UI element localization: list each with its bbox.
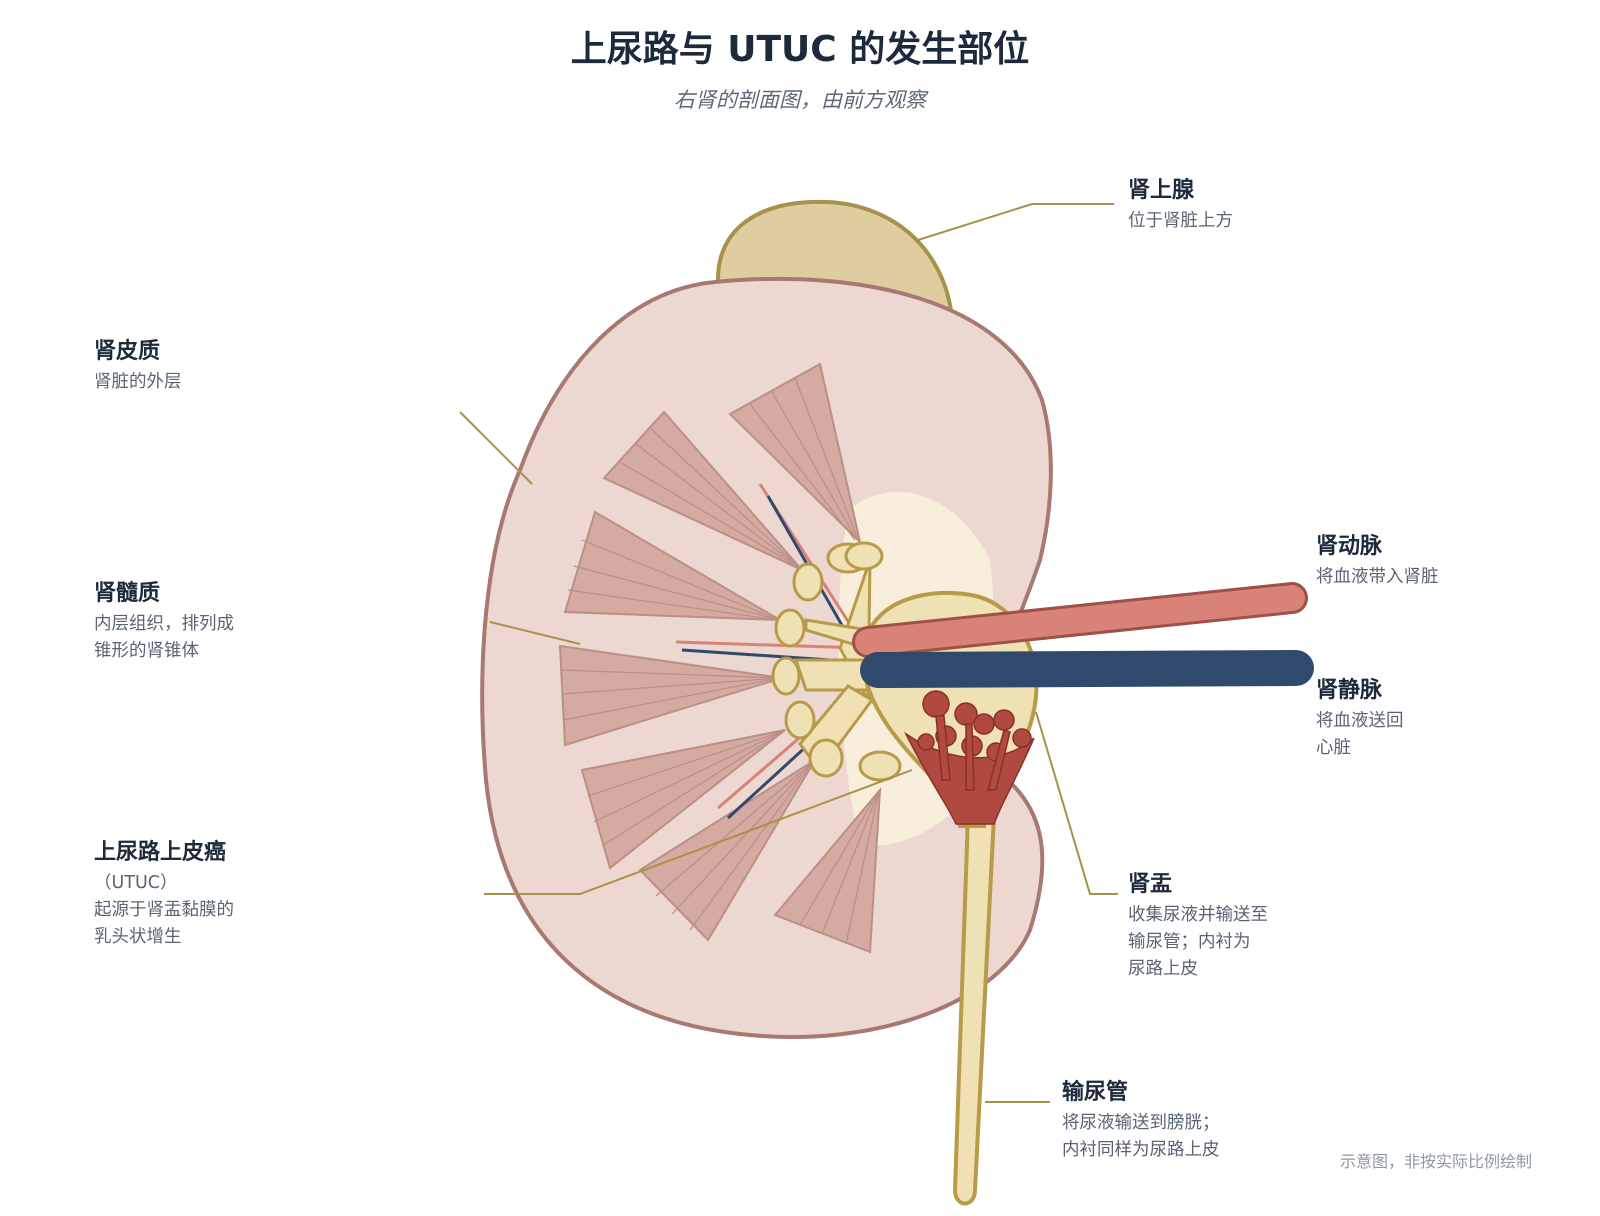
- major-calyx: [793, 658, 874, 692]
- renal-pyramid: [602, 410, 803, 571]
- leader-cortex: [459, 411, 533, 485]
- leader-medulla: [489, 621, 581, 645]
- label-ureter-desc-1: 将尿液输送到膀胱；: [1062, 1113, 1220, 1133]
- leader-utuc: [484, 769, 913, 895]
- pyramid-striation: [619, 427, 802, 570]
- tumor-papilla: [917, 733, 935, 751]
- tumor-papilla: [973, 713, 995, 735]
- label-utuc-desc-1: （UTUC）: [94, 873, 178, 893]
- label-utuc-desc-3: 乳头状增生: [94, 927, 182, 947]
- label-adrenal-desc-1: 位于肾脏上方: [1128, 211, 1233, 231]
- label-pelvis-desc-1: 收集尿液并输送至: [1128, 905, 1268, 925]
- pyramid-striation: [799, 790, 880, 945]
- renal-pyramids: [558, 362, 882, 954]
- interlobar-artery: [675, 640, 861, 650]
- tumor-papilla: [922, 690, 950, 718]
- renal-pyramid: [638, 759, 816, 942]
- tumor-papilla: [993, 709, 1015, 731]
- label-artery-desc-1: 将血液带入肾脏: [1316, 567, 1439, 587]
- label-vein-desc-1: 将血液送回: [1316, 711, 1404, 731]
- minor-calyx: [858, 750, 902, 782]
- leader-pelvis: [1035, 711, 1118, 895]
- pyramid-striation: [560, 669, 781, 721]
- renal-vein: [860, 650, 1314, 688]
- footnote: 示意图，非按实际比例绘制: [1339, 1152, 1532, 1171]
- leader-adrenal: [917, 203, 1114, 241]
- pyramid-striation: [749, 377, 859, 541]
- minor-calyx: [774, 608, 806, 648]
- tumor-stalk: [987, 729, 1011, 791]
- label-utuc: 上尿路上皮癌 （UTUC） 起源于肾盂黏膜的 乳头状增生: [94, 838, 234, 951]
- minor-calyx: [792, 562, 824, 602]
- pyramid-striations: [560, 377, 880, 945]
- page-title: 上尿路与 UTUC 的发生部位: [570, 29, 1030, 70]
- label-medulla-desc-2: 锥形的肾锥体: [94, 641, 199, 661]
- pyramid-striation: [587, 730, 785, 847]
- label-medulla: 肾髓质 内层组织，排列成 锥形的肾锥体: [94, 579, 234, 665]
- minor-calyx: [844, 541, 884, 571]
- page-subtitle: 右肾的剖面图，由前方观察: [674, 88, 926, 112]
- pyramid-striation: [655, 760, 815, 931]
- label-vein: 肾静脉 将血液送回 心脏: [1316, 676, 1404, 762]
- label-pelvis-name: 肾盂: [1128, 872, 1173, 897]
- minor-calyx: [784, 700, 816, 740]
- minor-calyx: [808, 738, 844, 778]
- label-cortex-name: 肾皮质: [94, 339, 161, 364]
- label-artery-name: 肾动脉: [1316, 534, 1383, 559]
- label-utuc-name: 上尿路上皮癌: [94, 840, 227, 865]
- minor-calyx: [771, 656, 801, 696]
- label-pelvis: 肾盂 收集尿液并输送至 输尿管；内衬为 尿路上皮: [1128, 870, 1268, 983]
- pyramid-striation: [567, 539, 780, 621]
- renal-pyramid: [580, 729, 786, 870]
- label-cortex-desc-1: 肾脏的外层: [94, 372, 182, 392]
- label-ureter-name: 输尿管: [1062, 1080, 1129, 1105]
- ureter: [953, 814, 996, 1206]
- label-adrenal: 肾上腺 位于肾脏上方: [1128, 176, 1233, 235]
- label-pelvis-desc-2: 输尿管；内衬为: [1128, 932, 1251, 952]
- tumor-papilla: [1012, 728, 1032, 748]
- tumor-stalk: [965, 723, 975, 791]
- renal-pyramid: [728, 362, 862, 546]
- tumor-stalk: [935, 715, 951, 781]
- label-adrenal-name: 肾上腺: [1128, 178, 1195, 203]
- label-utuc-desc-2: 起源于肾盂黏膜的: [94, 900, 234, 920]
- label-vein-desc-2: 心脏: [1316, 738, 1351, 758]
- label-ureter: 输尿管 将尿液输送到膀胱； 内衬同样为尿路上皮: [1062, 1078, 1220, 1164]
- leader-lines: [459, 203, 1118, 1103]
- label-ureter-desc-2: 内衬同样为尿路上皮: [1062, 1140, 1220, 1160]
- label-artery: 肾动脉 将血液带入肾脏: [1316, 532, 1439, 591]
- label-vein-name: 肾静脉: [1316, 678, 1383, 703]
- label-cortex: 肾皮质 肾脏的外层: [94, 337, 182, 396]
- utuc-tumor: [904, 690, 1035, 825]
- label-medulla-desc-1: 内层组织，排列成: [94, 614, 234, 634]
- renal-pyramid: [558, 644, 783, 747]
- label-medulla-name: 肾髓质: [94, 581, 161, 606]
- renal-artery-fill: [855, 585, 1305, 655]
- label-pelvis-desc-3: 尿路上皮: [1128, 959, 1198, 979]
- renal-pyramid: [563, 510, 781, 621]
